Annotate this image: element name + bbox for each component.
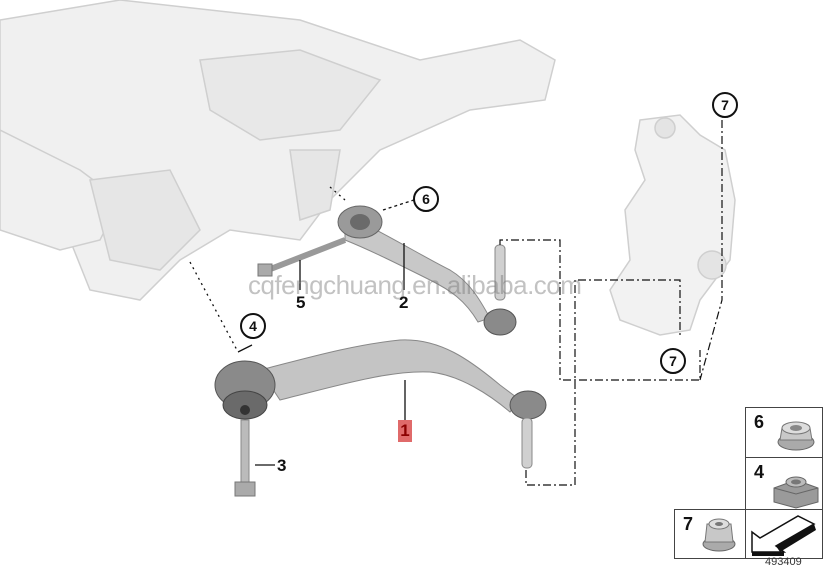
legend-label-6: 6 — [754, 412, 765, 432]
steering-knuckle — [609, 114, 736, 336]
legend-label-4: 4 — [754, 462, 765, 482]
legend-box-arrow[interactable] — [745, 509, 823, 559]
direction-arrow-icon — [751, 515, 816, 556]
upper-control-arm — [257, 205, 517, 336]
label-1-highlighted[interactable]: 1 — [398, 420, 412, 442]
label-2[interactable]: 2 — [399, 293, 409, 312]
subframe — [0, 0, 556, 301]
lock-nut-icon — [702, 518, 736, 552]
label-3[interactable]: 3 — [277, 456, 287, 475]
watermark: cqfengchuang.en.alibaba.com — [248, 270, 582, 300]
legend-box-7[interactable]: 7 — [674, 509, 747, 559]
diagram-reference-number: 493409 — [765, 556, 802, 568]
label-5[interactable]: 5 — [296, 293, 306, 312]
square-nut-icon — [773, 476, 819, 509]
lower-control-arm — [214, 339, 547, 497]
legend-box-6[interactable]: 6 — [745, 407, 823, 459]
legend-box-4[interactable]: 4 — [745, 457, 823, 511]
callout-4[interactable]: 4 — [240, 313, 266, 339]
callout-7-top[interactable]: 7 — [712, 92, 738, 118]
collar-nut-icon — [777, 421, 815, 451]
callout-6[interactable]: 6 — [413, 186, 439, 212]
callout-7-bottom[interactable]: 7 — [660, 348, 686, 374]
legend-label-7: 7 — [683, 514, 694, 534]
